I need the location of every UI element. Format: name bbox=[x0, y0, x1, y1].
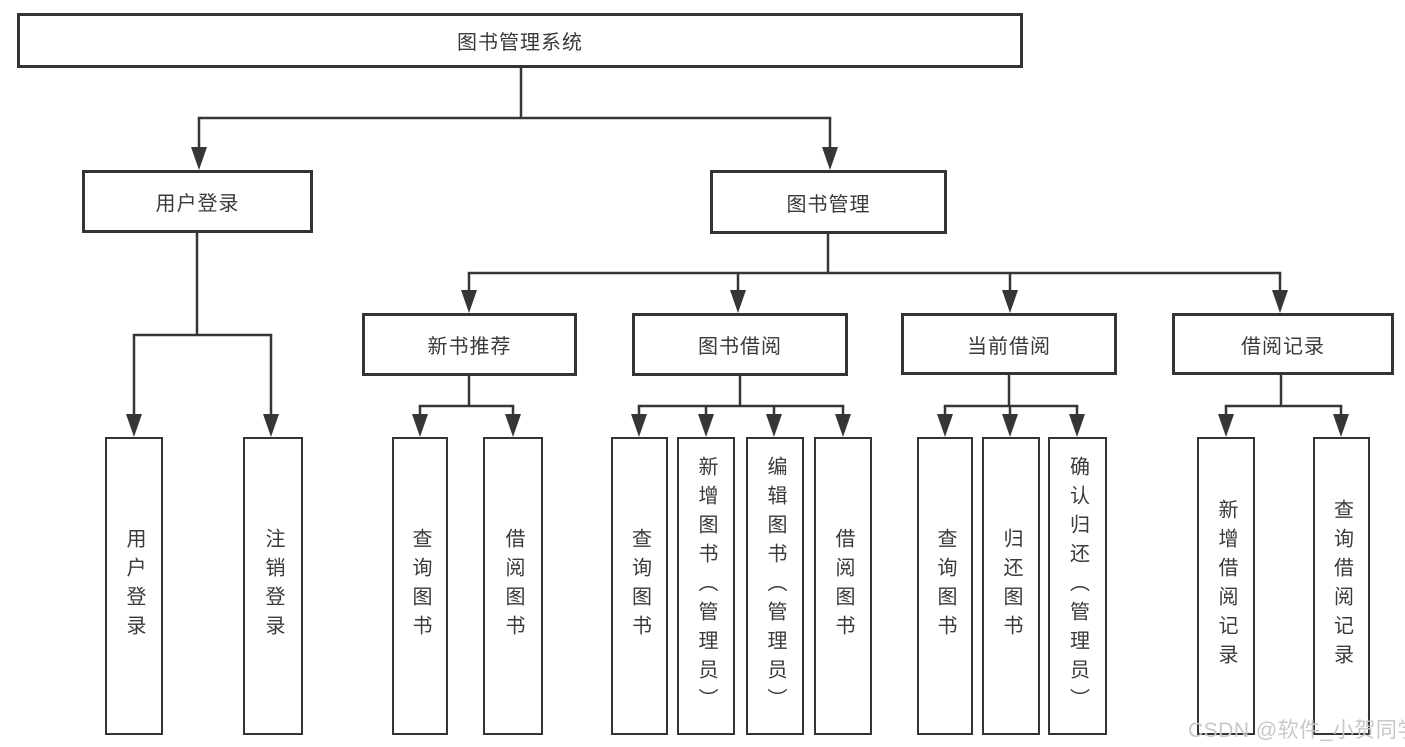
arrowhead-icon bbox=[1218, 414, 1234, 437]
leaf-user-login: 用户登录 bbox=[105, 437, 163, 735]
leaf-query-books-current: 查询图书 bbox=[917, 437, 973, 735]
arrowhead-icon bbox=[766, 414, 782, 437]
branch-user-login bbox=[126, 233, 279, 437]
arrowhead-icon bbox=[1069, 414, 1085, 437]
leaf-borrow-books-borrow: 借阅图书 bbox=[814, 437, 872, 735]
leaf-label: 新增借阅记录 bbox=[1215, 499, 1237, 673]
arrowhead-icon bbox=[835, 414, 851, 437]
arrowhead-icon bbox=[1002, 414, 1018, 437]
branch-book-borrow bbox=[631, 376, 851, 437]
node-borrow-records: 借阅记录 bbox=[1172, 313, 1394, 375]
leaf-label: 编辑图书（管理员） bbox=[764, 455, 786, 717]
arrowhead-icon bbox=[505, 414, 521, 437]
arrowhead-icon bbox=[1272, 290, 1288, 313]
leaf-add-book-admin: 新增图书（管理员） bbox=[677, 437, 735, 735]
leaf-label: 查询借阅记录 bbox=[1330, 499, 1353, 673]
node-book-management: 图书管理 bbox=[710, 170, 947, 234]
branch-new-book-recommend bbox=[412, 376, 521, 437]
leaf-edit-book-admin: 编辑图书（管理员） bbox=[746, 437, 804, 735]
node-current-borrow: 当前借阅 bbox=[901, 313, 1117, 375]
leaf-label: 查询图书 bbox=[628, 528, 651, 644]
leaf-label: 注销登录 bbox=[262, 528, 284, 644]
leaf-label: 借阅图书 bbox=[832, 528, 854, 644]
leaf-label: 新增图书（管理员） bbox=[695, 455, 717, 717]
arrowhead-icon bbox=[1333, 414, 1349, 437]
arrowhead-icon bbox=[191, 147, 207, 170]
leaf-query-borrow-record: 查询借阅记录 bbox=[1313, 437, 1370, 735]
leaf-label: 查询图书 bbox=[934, 528, 956, 644]
branch-book-management bbox=[461, 234, 1288, 313]
leaf-confirm-return-admin: 确认归还（管理员） bbox=[1048, 437, 1107, 735]
branch-root bbox=[191, 68, 838, 170]
arrowhead-icon bbox=[698, 414, 714, 437]
leaf-query-books-borrow: 查询图书 bbox=[611, 437, 668, 735]
leaf-logout: 注销登录 bbox=[243, 437, 303, 735]
leaf-label: 查询图书 bbox=[409, 528, 431, 644]
node-new-book-recommend: 新书推荐 bbox=[362, 313, 577, 376]
arrowhead-icon bbox=[822, 147, 838, 170]
node-book-borrow: 图书借阅 bbox=[632, 313, 848, 376]
arrowhead-icon bbox=[631, 414, 647, 437]
arrowhead-icon bbox=[412, 414, 428, 437]
arrowhead-icon bbox=[937, 414, 953, 437]
leaf-return-book: 归还图书 bbox=[982, 437, 1040, 735]
leaf-borrow-books-recommend: 借阅图书 bbox=[483, 437, 543, 735]
arrowhead-icon bbox=[126, 414, 142, 437]
node-root: 图书管理系统 bbox=[17, 13, 1023, 68]
branch-current-borrow bbox=[937, 375, 1085, 437]
leaf-add-borrow-record: 新增借阅记录 bbox=[1197, 437, 1255, 735]
watermark-text: CSDN @软件_小贺同学 bbox=[1188, 719, 1405, 742]
node-user-login: 用户登录 bbox=[82, 170, 313, 233]
leaf-query-books-recommend: 查询图书 bbox=[392, 437, 448, 735]
leaf-label: 借阅图书 bbox=[502, 528, 524, 644]
arrowhead-icon bbox=[461, 290, 477, 313]
arrowhead-icon bbox=[263, 414, 279, 437]
branch-borrow-records bbox=[1218, 375, 1349, 437]
leaf-label: 确认归还（管理员） bbox=[1066, 455, 1089, 717]
arrowhead-icon bbox=[730, 290, 746, 313]
leaf-label: 用户登录 bbox=[123, 528, 145, 644]
leaf-label: 归还图书 bbox=[1000, 528, 1022, 644]
arrowhead-icon bbox=[1002, 290, 1018, 313]
